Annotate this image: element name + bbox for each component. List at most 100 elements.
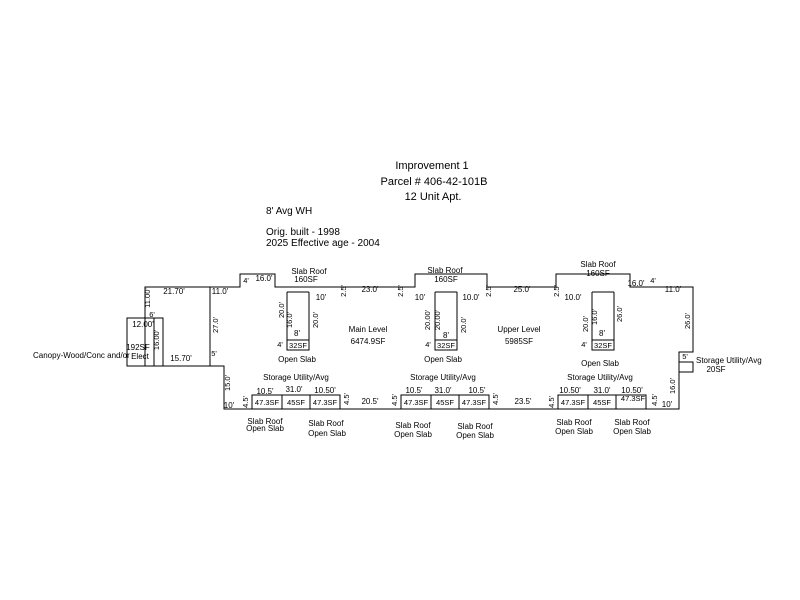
dim-2-5-vert-4: 2.5' — [552, 285, 561, 297]
canopy-sf: 192SF — [126, 343, 150, 352]
storage-utility-1: Storage Utility/Avg — [263, 373, 329, 382]
dim-31-0-b: 31.0' — [434, 386, 452, 395]
canopy-box — [126, 317, 164, 367]
bottom-open-slab-6: Open Slab — [613, 427, 651, 436]
storage-box-3c — [615, 394, 647, 410]
dim-20-0-vert-2: 20.0' — [311, 311, 320, 328]
dim-8-b: 8' — [443, 331, 449, 340]
storage-utility-3: Storage Utility/Avg — [567, 373, 633, 382]
bottom-slab-roof-1: Slab Roof — [247, 417, 283, 426]
dim-20-5: 20.5' — [361, 397, 379, 406]
main-level-label: Main Level — [349, 325, 388, 334]
dim-10-50-c: 10.50' — [621, 386, 643, 395]
dim-31-0-a: 31.0' — [285, 385, 303, 394]
storage-right-label: Storage Utility/Avg — [696, 356, 762, 365]
slab-sf-3: 32SF — [594, 341, 612, 350]
slab-roof-label-2: Slab Roof — [427, 266, 463, 275]
storage-sf-3a: 47.3SF — [561, 398, 586, 407]
dim-2-5-vert-3: 2.5' — [484, 285, 493, 297]
dim-5-vert: 5' — [211, 349, 217, 358]
dim-10-0-b: 10.0' — [564, 293, 582, 302]
dim-26-0-vert-1: 26.0' — [615, 305, 624, 322]
dim-4-vert-3: 4' — [425, 340, 431, 349]
dim-20-00-vert-1: 20.00' — [423, 309, 432, 330]
bottom-open-slab-5: Open Slab — [555, 427, 593, 436]
dim-4-5-vert-6: 4.5' — [650, 394, 659, 406]
slab-box-2 — [434, 339, 458, 351]
dim-5-vert-right: 5' — [682, 352, 688, 361]
dim-31-0-c: 31.0' — [593, 386, 611, 395]
dim-16-0-left: 16.0' — [255, 274, 273, 283]
upper-level-sf: 5985SF — [505, 337, 533, 346]
dim-2-5-vert-2: 2.5' — [396, 285, 405, 297]
slab-roof-sf-1: 160SF — [294, 275, 318, 284]
dim-27-0-vert: 27.0' — [211, 316, 220, 333]
bottom-open-slab-2: Open Slab — [308, 429, 346, 438]
bottom-open-slab-1: Open Slab — [246, 424, 284, 433]
storage-sf-3b: 45SF — [593, 398, 611, 407]
dim-6-vert: 6' — [149, 310, 155, 319]
dim-4-5-vert-4: 4.5' — [491, 393, 500, 405]
dim-21-70: 21.70' — [163, 287, 185, 296]
slab-roof-sf-2: 160SF — [434, 275, 458, 284]
dim-16-0-vert-2: 16.0' — [590, 308, 599, 325]
canopy-label: Canopy-Wood/Conc and/or — [33, 351, 130, 360]
storage-utility-2: Storage Utility/Avg — [410, 373, 476, 382]
storage-sf-1a: 47.3SF — [255, 398, 280, 407]
dim-10-a: 10' — [316, 293, 327, 302]
storage-right-sf: 20SF — [706, 365, 725, 374]
open-slab-1: Open Slab — [278, 355, 316, 364]
open-slab-2: Open Slab — [424, 355, 462, 364]
dim-4-5-vert-2: 4.5' — [342, 393, 351, 405]
dim-16-00-vert: 16.00' — [152, 329, 161, 350]
note-orig-built: Orig. built - 1998 — [266, 227, 340, 238]
dim-16-0-vert-1: 16.0' — [285, 311, 294, 328]
bottom-slab-roof-2: Slab Roof — [308, 419, 344, 428]
dim-10-b: 10' — [415, 293, 426, 302]
storage-box-2c — [458, 394, 490, 410]
dim-4-5-vert-5: 4.5' — [547, 396, 556, 408]
dim-8-c: 8' — [599, 329, 605, 338]
bottom-slab-roof-5: Slab Roof — [556, 418, 592, 427]
slab-roof-sf-3: 160SF — [586, 269, 610, 278]
dim-10-50-b: 10.50' — [559, 386, 581, 395]
dim-4-vert-5: 4' — [650, 276, 656, 285]
dim-16-0-vert-3: 16.0' — [668, 377, 677, 394]
open-slab-3: Open Slab — [581, 359, 619, 368]
storage-sf-1b: 45SF — [287, 398, 305, 407]
dim-10-bottom-right: 10' — [662, 400, 673, 409]
note-effective-age: 2025 Effective age - 2004 — [266, 238, 380, 249]
storage-sf-1c: 47.3SF — [313, 398, 338, 407]
dim-11-00-vert: 11.00' — [143, 288, 152, 308]
title-improvement: Improvement 1 — [395, 160, 468, 172]
dim-12-00: 12.00' — [132, 320, 154, 329]
dim-20-00-vert-2: 20.00' — [433, 309, 442, 330]
title-building-type: 12 Unit Apt. — [405, 191, 462, 203]
dim-16-0-right: 16.0' — [627, 279, 645, 288]
dim-23-5: 23.5' — [514, 397, 532, 406]
storage-box-right — [678, 361, 694, 373]
dim-20-0-vert-4: 20.0' — [581, 315, 590, 332]
dim-26-0-vert-2: 26.0' — [683, 312, 692, 329]
dim-23-0: 23.0' — [361, 285, 379, 294]
dim-2-5-vert-1: 2.5' — [339, 285, 348, 297]
bottom-open-slab-3: Open Slab — [394, 430, 432, 439]
storage-box-1c — [309, 394, 341, 410]
upper-level-label: Upper Level — [497, 325, 540, 334]
slab-roof-label-1: Slab Roof — [291, 267, 327, 276]
storage-sf-2b: 45SF — [436, 398, 454, 407]
dim-10-0-a: 10.0' — [462, 293, 480, 302]
storage-sf-2a: 47.3SF — [404, 398, 429, 407]
main-level-sf: 6474.9SF — [351, 337, 386, 346]
dim-10-5-a: 10.5' — [256, 387, 274, 396]
bottom-slab-roof-4: Slab Roof — [457, 422, 493, 431]
slab-sf-2: 32SF — [437, 341, 455, 350]
storage-sf-2c: 47.3SF — [462, 398, 487, 407]
bottom-slab-roof-3: Slab Roof — [395, 421, 431, 430]
slab-box-1 — [286, 339, 310, 351]
dim-10-bottom-left: 10' — [224, 401, 235, 410]
dim-10-50-a: 10.50' — [314, 386, 336, 395]
bottom-open-slab-4: Open Slab — [456, 431, 494, 440]
slab-sf-1: 32SF — [289, 341, 307, 350]
